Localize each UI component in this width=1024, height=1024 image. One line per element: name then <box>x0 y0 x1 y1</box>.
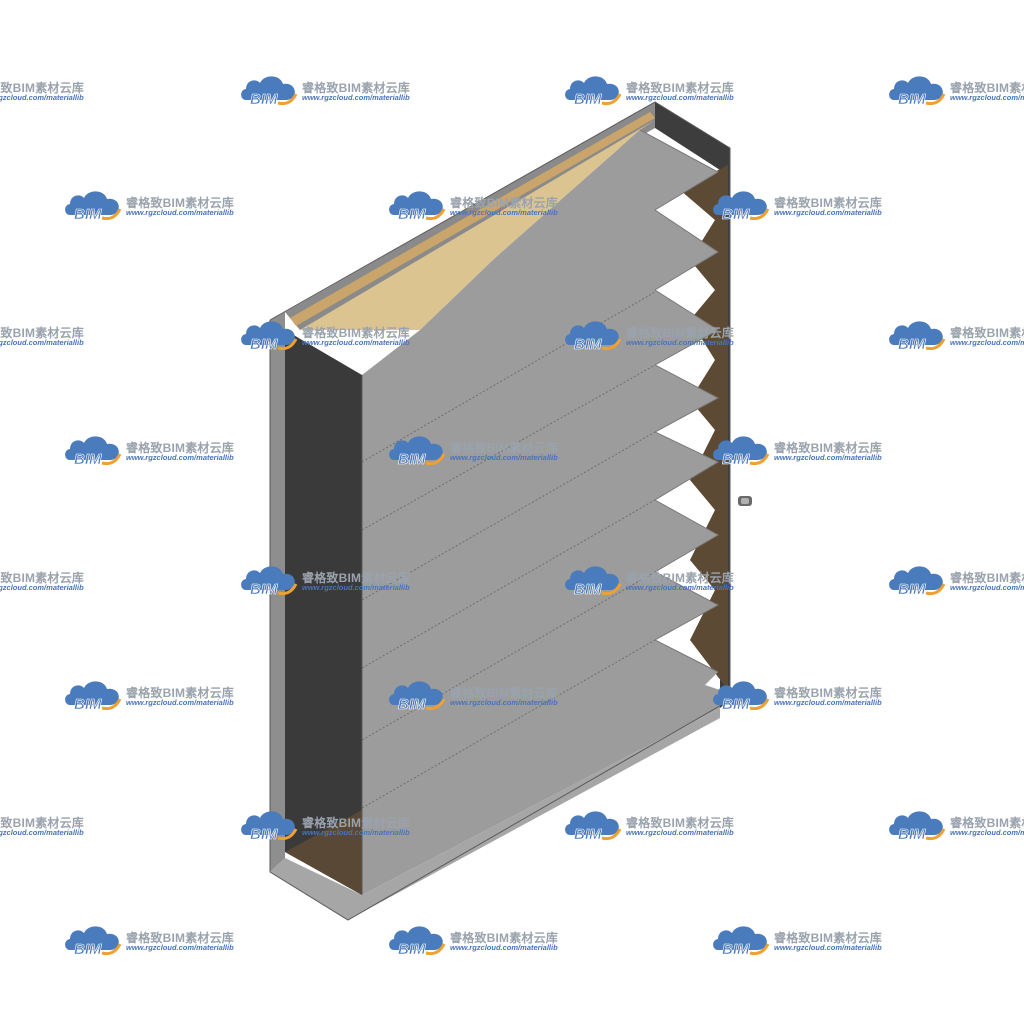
louvre-face <box>362 130 720 895</box>
blade-tips <box>639 129 720 673</box>
frame-inner-left <box>285 330 362 895</box>
handle-icon <box>738 496 752 506</box>
blade-line-1 <box>361 291 656 463</box>
top-face-edge <box>290 112 655 326</box>
frame-bottom-face <box>270 708 720 920</box>
blade-line-3 <box>361 431 656 601</box>
blade-line-6 <box>361 639 656 809</box>
blade-line-5 <box>361 571 656 741</box>
blade-tip-edge <box>639 129 720 673</box>
interior-right <box>680 165 728 690</box>
frame-left-face <box>270 312 285 872</box>
top-face-tan <box>300 120 655 330</box>
interior-shade-bottom <box>285 810 362 895</box>
blade-line-4 <box>361 499 656 669</box>
blade-lines <box>361 291 656 809</box>
blade-line-2 <box>361 364 656 531</box>
